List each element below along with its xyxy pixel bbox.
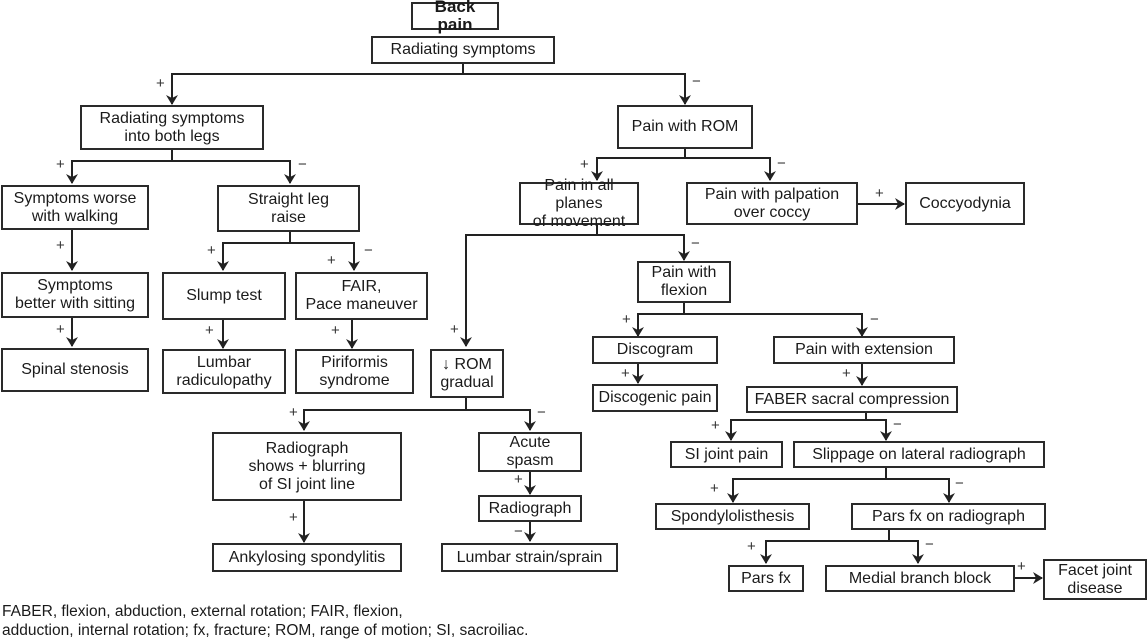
node-pain-palpation-coccy: Pain with palpation over coccy [686, 182, 858, 225]
node-radiating-symptoms: Radiating symptoms [371, 36, 555, 64]
node-pain-all-planes: Pain in all planes of movement [519, 177, 639, 230]
node-faber-sacral-compression: FABER sacral compression [746, 386, 958, 413]
node-medial-branch-block: Medial branch block [825, 565, 1015, 592]
sign-positive: + [156, 75, 165, 92]
sign-positive: + [711, 417, 720, 434]
sign-positive: + [327, 252, 336, 269]
node-radiating-both-legs: Radiating symptoms into both legs [80, 105, 264, 150]
sign-negative: − [692, 73, 701, 90]
node-coccydynia: Coccyodynia [905, 182, 1025, 225]
node-facet-joint-disease: Facet joint disease [1043, 559, 1147, 600]
sign-positive: + [622, 311, 631, 328]
sign-negative: − [955, 475, 964, 492]
sign-positive: + [747, 538, 756, 555]
sign-positive: + [331, 322, 340, 339]
node-si-joint-pain: SI joint pain [670, 441, 783, 468]
sign-positive: + [289, 404, 298, 421]
sign-positive: + [875, 185, 884, 202]
sign-positive: + [207, 242, 216, 259]
sign-positive: + [56, 237, 65, 254]
node-piriformis-syndrome: Piriformis syndrome [295, 349, 414, 394]
node-lumbar-strain-sprain: Lumbar strain/sprain [441, 543, 618, 572]
node-slippage-lateral-radiograph: Slippage on lateral radiograph [793, 441, 1045, 468]
sign-negative: − [893, 416, 902, 433]
sign-negative: − [514, 523, 523, 540]
sign-negative: − [537, 404, 546, 421]
node-straight-leg-raise: Straight leg raise [217, 185, 360, 232]
sign-negative: − [925, 536, 934, 553]
sign-negative: − [691, 235, 700, 252]
node-radiograph-si-blurring: Radiograph shows + blurring of SI joint … [212, 432, 402, 501]
node-radiograph: Radiograph [478, 495, 582, 522]
sign-negative: − [364, 242, 373, 259]
node-ankylosing-spondylitis: Ankylosing spondylitis [212, 543, 402, 572]
node-symptoms-worse-walking: Symptoms worse with walking [1, 185, 149, 230]
sign-positive: + [621, 365, 630, 382]
node-pain-with-flexion: Pain with flexion [637, 261, 731, 303]
node-pain-with-rom: Pain with ROM [617, 105, 753, 149]
node-symptoms-better-sitting: Symptoms better with sitting [1, 272, 149, 318]
sign-positive: + [514, 471, 523, 488]
node-fair-pace: FAIR, Pace maneuver [295, 272, 428, 320]
sign-positive: + [56, 156, 65, 173]
node-lumbar-radiculopathy: Lumbar radiculopathy [162, 349, 286, 394]
sign-positive: + [1017, 558, 1026, 575]
node-discogram: Discogram [592, 336, 718, 364]
sign-negative: − [777, 155, 786, 172]
node-spinal-stenosis: Spinal stenosis [1, 348, 149, 392]
node-acute-spasm: Acute spasm [478, 432, 582, 472]
sign-positive: + [710, 480, 719, 497]
node-slump-test: Slump test [162, 272, 286, 320]
sign-negative: − [298, 156, 307, 173]
node-pars-fx-radiograph: Pars fx on radiograph [851, 503, 1046, 530]
sign-positive: + [580, 156, 589, 173]
node-spondylolisthesis: Spondylolisthesis [655, 503, 810, 530]
sign-positive: + [205, 322, 214, 339]
node-rom-gradual: ↓ ROM gradual [430, 349, 504, 398]
abbreviations-footnote: FABER, flexion, abduction, external rota… [2, 603, 529, 639]
sign-positive: + [289, 509, 298, 526]
node-pain-with-extension: Pain with extension [773, 336, 955, 364]
sign-positive: + [56, 321, 65, 338]
sign-negative: − [870, 311, 879, 328]
sign-positive: + [842, 365, 851, 382]
node-discogenic-pain: Discogenic pain [592, 384, 718, 412]
sign-positive: + [450, 321, 459, 338]
node-back-pain: Back pain [411, 0, 499, 34]
node-pars-fx: Pars fx [728, 565, 804, 592]
